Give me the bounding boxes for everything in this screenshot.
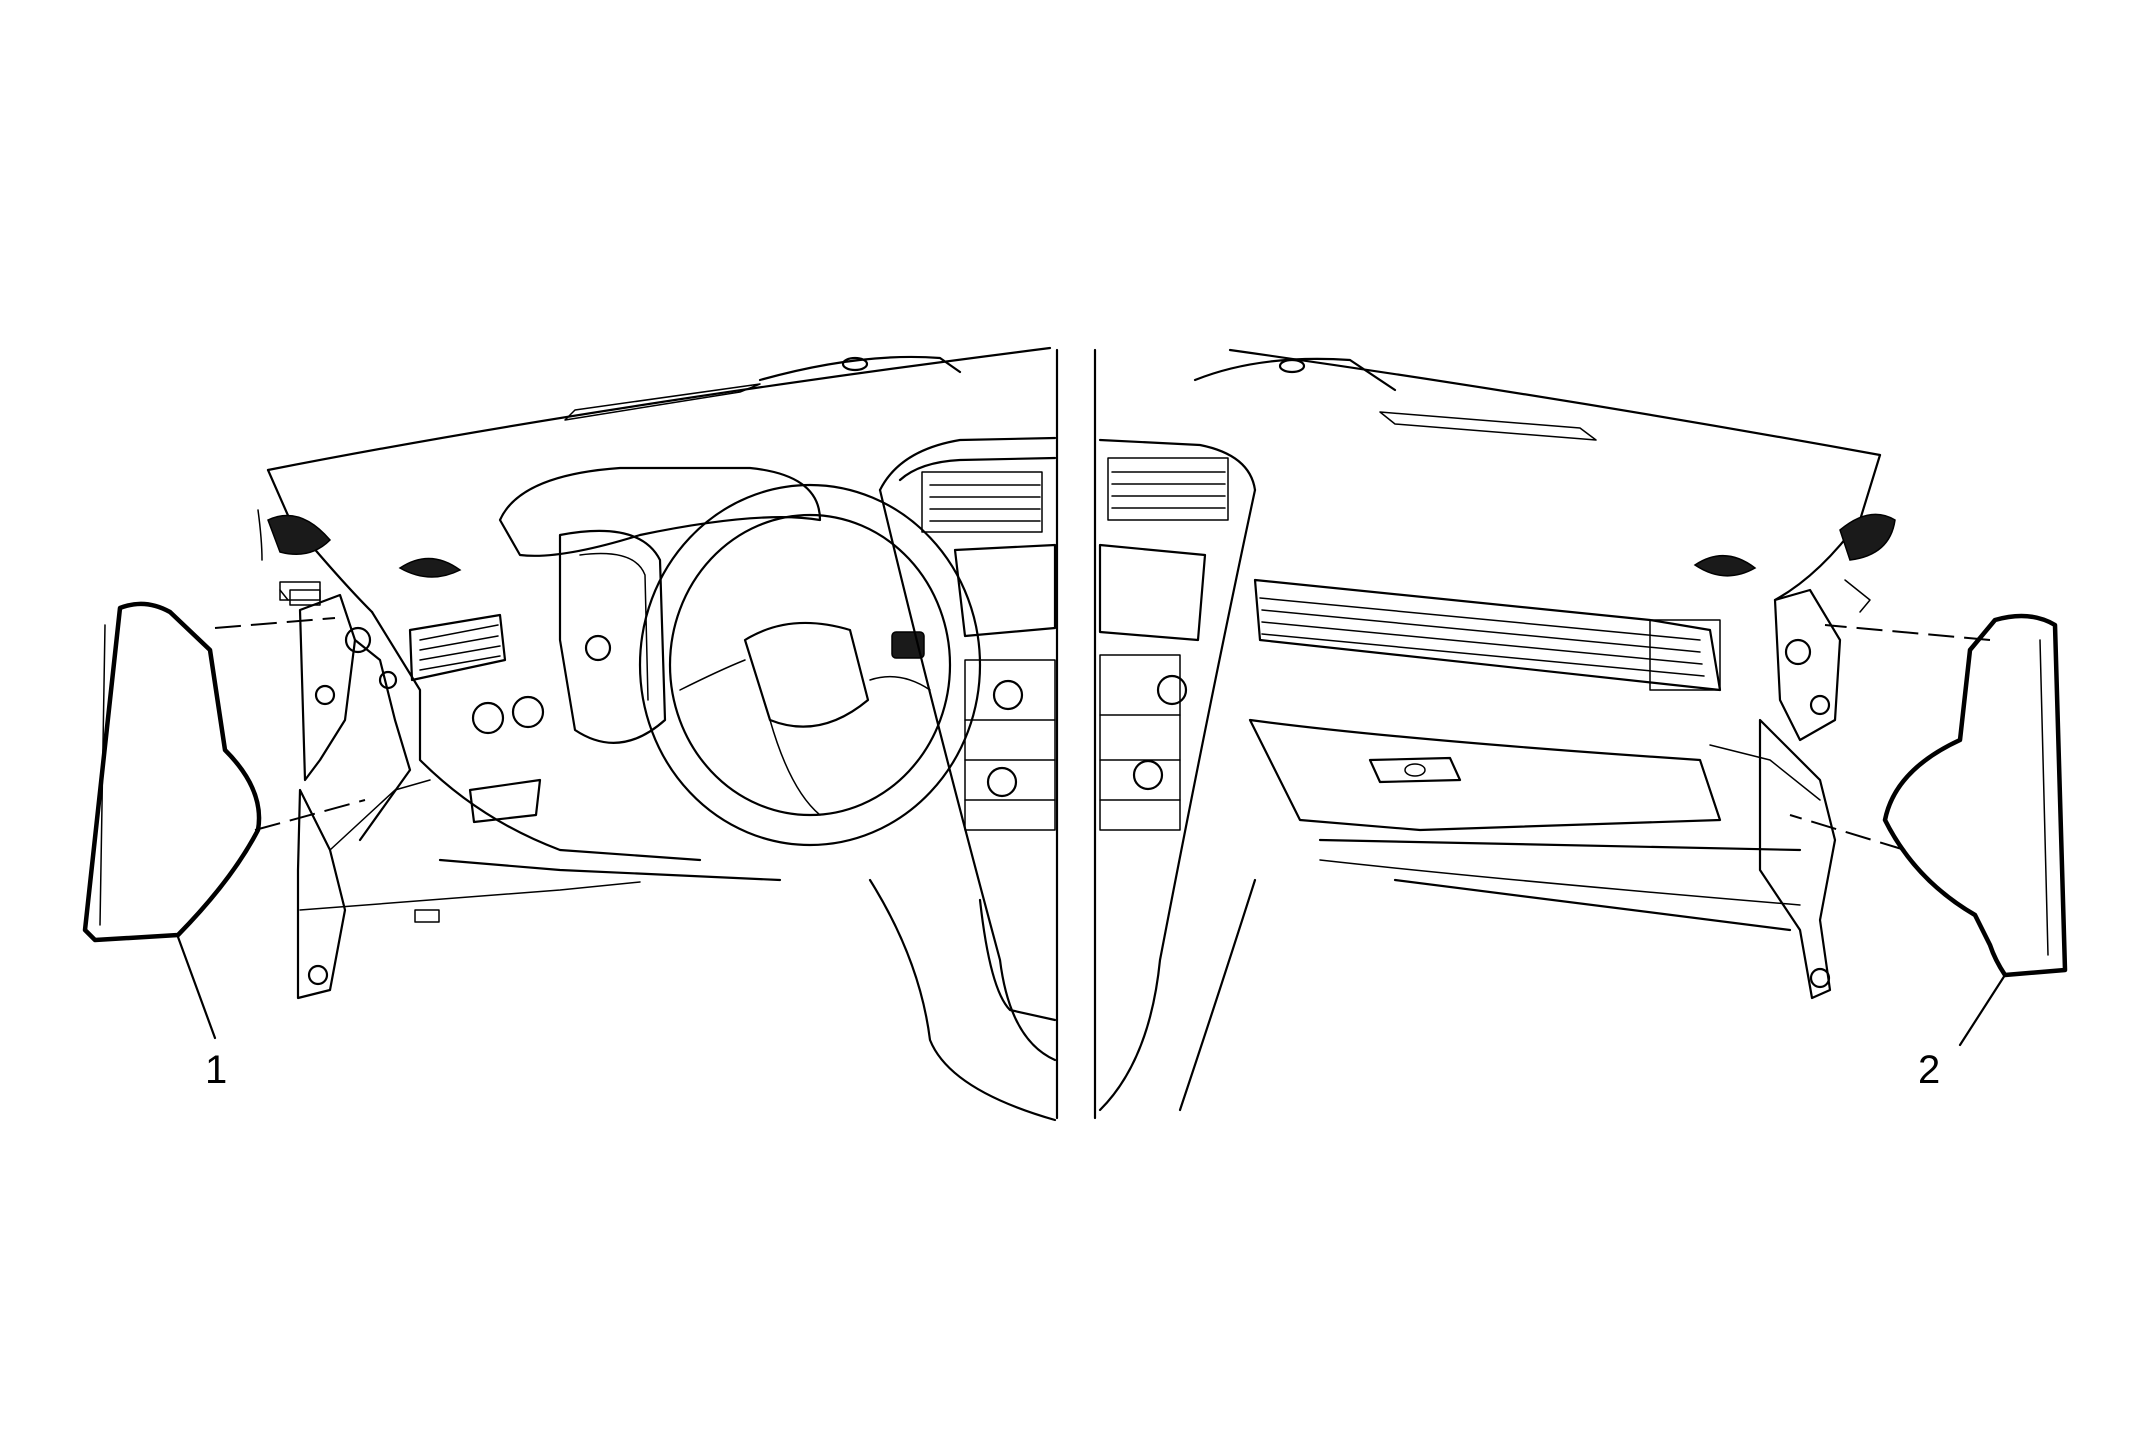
callout-2: 2 xyxy=(1918,973,2007,1092)
callout-2-leader xyxy=(1958,973,2007,1047)
left-side-trim-panel xyxy=(82,601,262,943)
callout-1: 1 xyxy=(176,935,227,1092)
callout-2-label: 2 xyxy=(1918,1048,1940,1092)
right-dashboard-drawing xyxy=(1098,348,2068,1112)
callout-1-label: 1 xyxy=(205,1048,227,1092)
left-dashboard-drawing xyxy=(82,346,1057,1122)
callout-1-leader xyxy=(176,935,217,1040)
right-side-trim-panel xyxy=(1882,613,2068,978)
